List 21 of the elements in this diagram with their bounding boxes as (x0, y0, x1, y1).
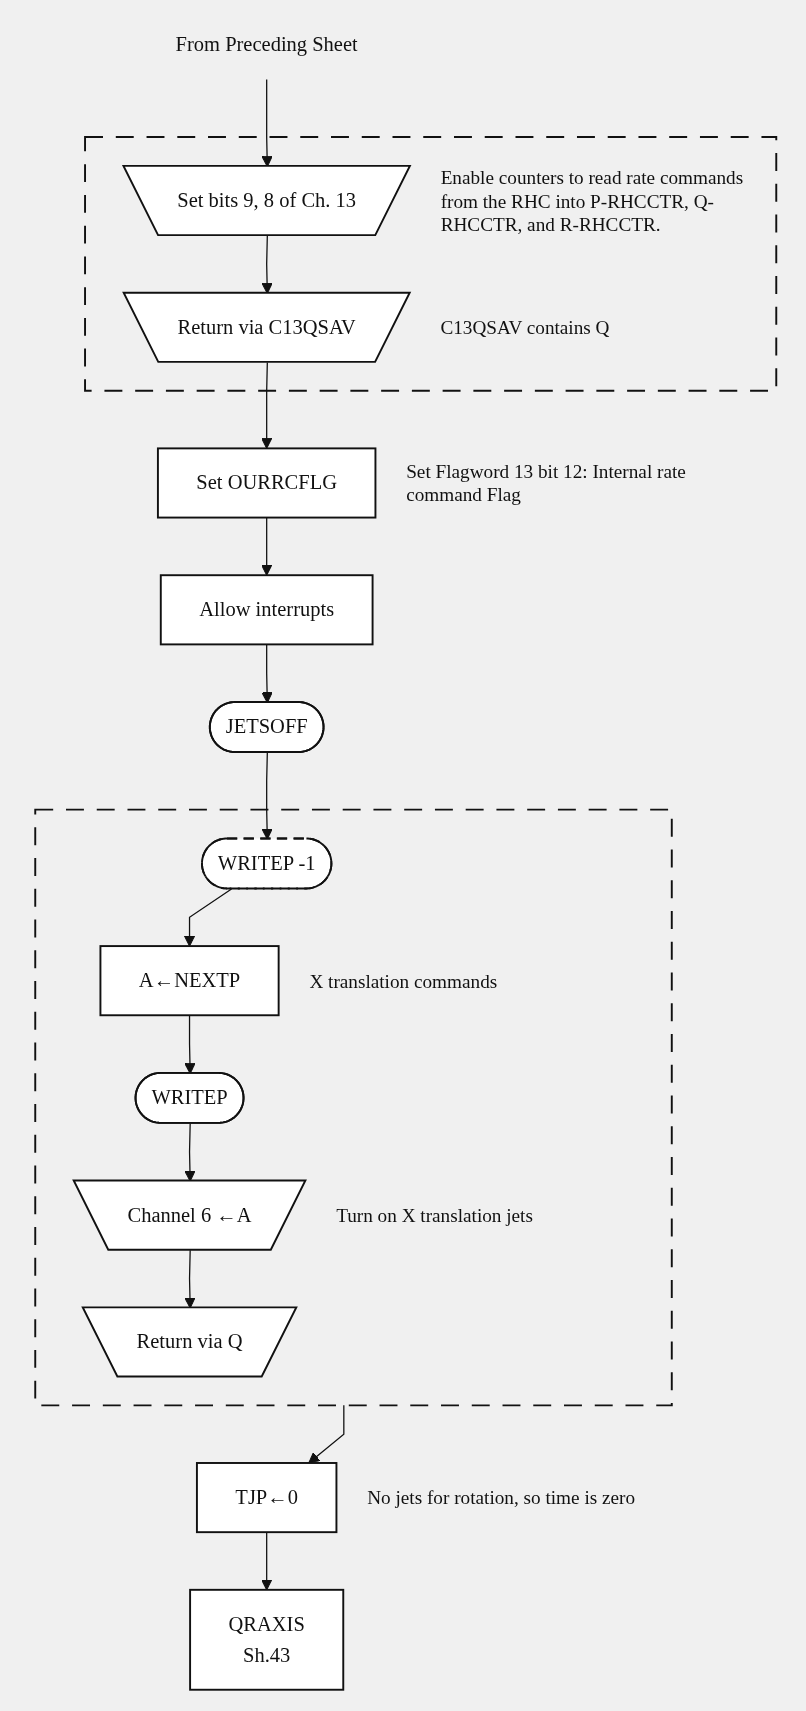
note-text: X translation commands (309, 969, 499, 993)
note-text: Set Flagword 13 bit 12: Internal rate command Flag (405, 460, 687, 507)
note-text: Turn on X translation jets (335, 1203, 534, 1227)
note-text: C13QSAV contains Q (440, 316, 611, 339)
node-text: From Preceding Sheet (175, 33, 358, 56)
arrow (261, 752, 273, 840)
cluster (34, 808, 673, 1407)
node-box: Allow interrupts (159, 574, 374, 646)
arrow (260, 361, 273, 449)
node-box: Set OURRCFLG (156, 447, 377, 519)
node-box: TJP←0 (195, 1462, 338, 1534)
note-text: Enable counters to read rate commands from the RHC into P-RHCCTR, Q-RHCCTR, and R-RHCCTR. (440, 166, 744, 236)
node-box: A←NEXTP (99, 945, 280, 1017)
cluster (83, 136, 777, 392)
arrow (308, 1404, 345, 1464)
arrow (261, 643, 273, 704)
arrow (260, 516, 273, 576)
note-text: No jets for rotation, so time is zero (367, 1486, 636, 1510)
arrow (183, 888, 232, 947)
arrow (260, 1531, 273, 1591)
node-box: QRAXIS Sh.43 (188, 1588, 344, 1691)
